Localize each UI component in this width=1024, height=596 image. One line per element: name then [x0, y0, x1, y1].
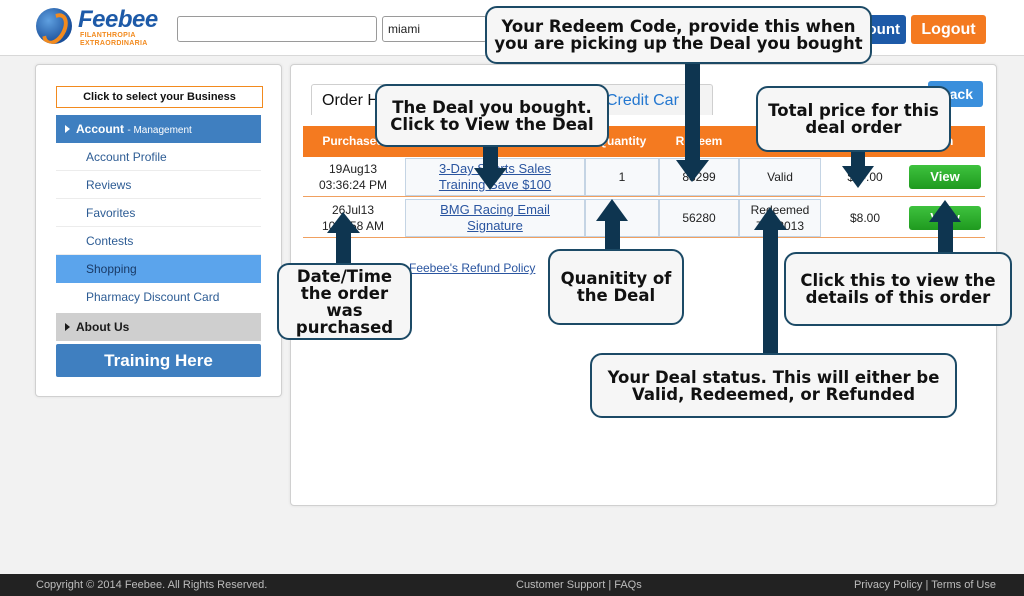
- expand-triangle-icon: [65, 125, 70, 133]
- deal-cell: BMG Racing Email Signature: [405, 199, 585, 237]
- sidebar-item-contests[interactable]: Contests: [56, 227, 261, 255]
- status-text: Redeemed: [750, 203, 810, 217]
- legal-links[interactable]: Privacy Policy | Terms of Use: [853, 579, 996, 591]
- table-row: 19Aug13 03:36:24 PM 3-Day Sports Sales T…: [303, 157, 985, 197]
- sidebar-item-favorites[interactable]: Favorites: [56, 199, 261, 227]
- quantity-cell: [585, 199, 659, 237]
- sidebar-about-heading[interactable]: About Us: [56, 313, 261, 341]
- status-cell: Valid: [739, 158, 821, 196]
- about-heading-label: About Us: [76, 320, 130, 334]
- refund-policy-link[interactable]: Feebee's Refund Policy: [409, 261, 536, 275]
- total-price-cell: $---.00: [847, 170, 883, 184]
- view-order-button[interactable]: View: [909, 206, 981, 230]
- callout-view-details: Click this to view the details of this o…: [784, 252, 1012, 326]
- deal-cell: 3-Day Sports Sales Training Save $100: [405, 158, 585, 196]
- status-date: 7/--/2013: [755, 219, 805, 233]
- quantity-cell: 1: [585, 158, 659, 196]
- footer: Copyright © 2014 Feebee. All Rights Rese…: [0, 574, 1024, 596]
- purchase-datetime: 19Aug13 03:36:24 PM: [303, 158, 403, 196]
- sidebar-account-heading[interactable]: Account - Management: [56, 115, 261, 143]
- account-heading-sub: - Management: [127, 125, 192, 136]
- purchase-datetime: 26Jul13 10:--:58 AM: [303, 199, 403, 237]
- column-header-quantity: Quantity: [597, 134, 647, 148]
- location-input[interactable]: miami: [382, 16, 487, 42]
- feebee-logo[interactable]: Feebee FILANTHROPIA EXTRAORDINARIA: [36, 6, 166, 48]
- account-heading-label: Account: [76, 122, 124, 136]
- column-header-redeem: Redeem: [675, 134, 723, 148]
- sidebar-item-reviews[interactable]: Reviews: [56, 171, 261, 199]
- sidebar-item-pharmacy-discount-card[interactable]: Pharmacy Discount Card: [86, 290, 220, 304]
- purchase-date: 19Aug13: [328, 162, 378, 176]
- redeem-code-cell: 56280: [659, 199, 739, 237]
- callout-redeem-code: Your Redeem Code, provide this when you …: [485, 6, 872, 64]
- callout-date-time: Date/Time the order was purchased: [277, 263, 412, 340]
- callout-deal-status: Your Deal status. This will either be Va…: [590, 353, 957, 418]
- purchase-date: 26Jul13: [331, 203, 375, 217]
- support-links[interactable]: Customer Support | FAQs: [516, 579, 642, 591]
- status-text: Valid: [767, 170, 793, 184]
- table-row: 26Jul13 10:--:58 AM BMG Racing Email Sig…: [303, 198, 985, 238]
- redeem-code-cell: 83299: [659, 158, 739, 196]
- deal-link[interactable]: 3-Day Sports Sales: [439, 161, 551, 176]
- logo-tagline: EXTRAORDINARIA: [80, 40, 148, 47]
- logo-name: Feebee: [78, 6, 158, 33]
- tab-credit-card[interactable]: Credit Car: [595, 84, 713, 115]
- sidebar-item-shopping[interactable]: Shopping: [56, 255, 261, 283]
- view-order-button[interactable]: View: [909, 165, 981, 189]
- expand-triangle-icon: [65, 323, 70, 331]
- callout-deal-bought: The Deal you bought. Click to View the D…: [375, 84, 609, 147]
- search-input[interactable]: [177, 16, 377, 42]
- column-header-purchased: Purchased: [322, 134, 384, 148]
- callout-quantity: Quanitity of the Deal: [548, 249, 684, 325]
- copyright-text: Copyright © 2014 Feebee. All Rights Rese…: [36, 579, 268, 591]
- total-price-cell: $8.00: [849, 211, 881, 225]
- logout-button[interactable]: Logout: [911, 15, 986, 44]
- status-cell: Redeemed 7/--/2013: [739, 199, 821, 237]
- business-select-button[interactable]: Click to select your Business: [56, 86, 263, 108]
- sidebar: Click to select your Business Account - …: [35, 64, 282, 397]
- deal-link[interactable]: BMG Racing Email: [440, 202, 550, 217]
- purchase-time: 10:--:58 AM: [321, 219, 385, 233]
- deal-link[interactable]: Training Save $100: [438, 177, 552, 192]
- sidebar-item-account-profile[interactable]: Account Profile: [56, 143, 261, 171]
- deal-link[interactable]: Signature: [467, 218, 523, 233]
- globe-logo-icon: [36, 8, 72, 44]
- purchase-time: 03:36:24 PM: [318, 178, 388, 192]
- training-button[interactable]: Training Here: [56, 344, 261, 377]
- logo-tagline: FILANTHROPIA: [80, 32, 136, 39]
- callout-total-price: Total price for this deal order: [756, 86, 951, 152]
